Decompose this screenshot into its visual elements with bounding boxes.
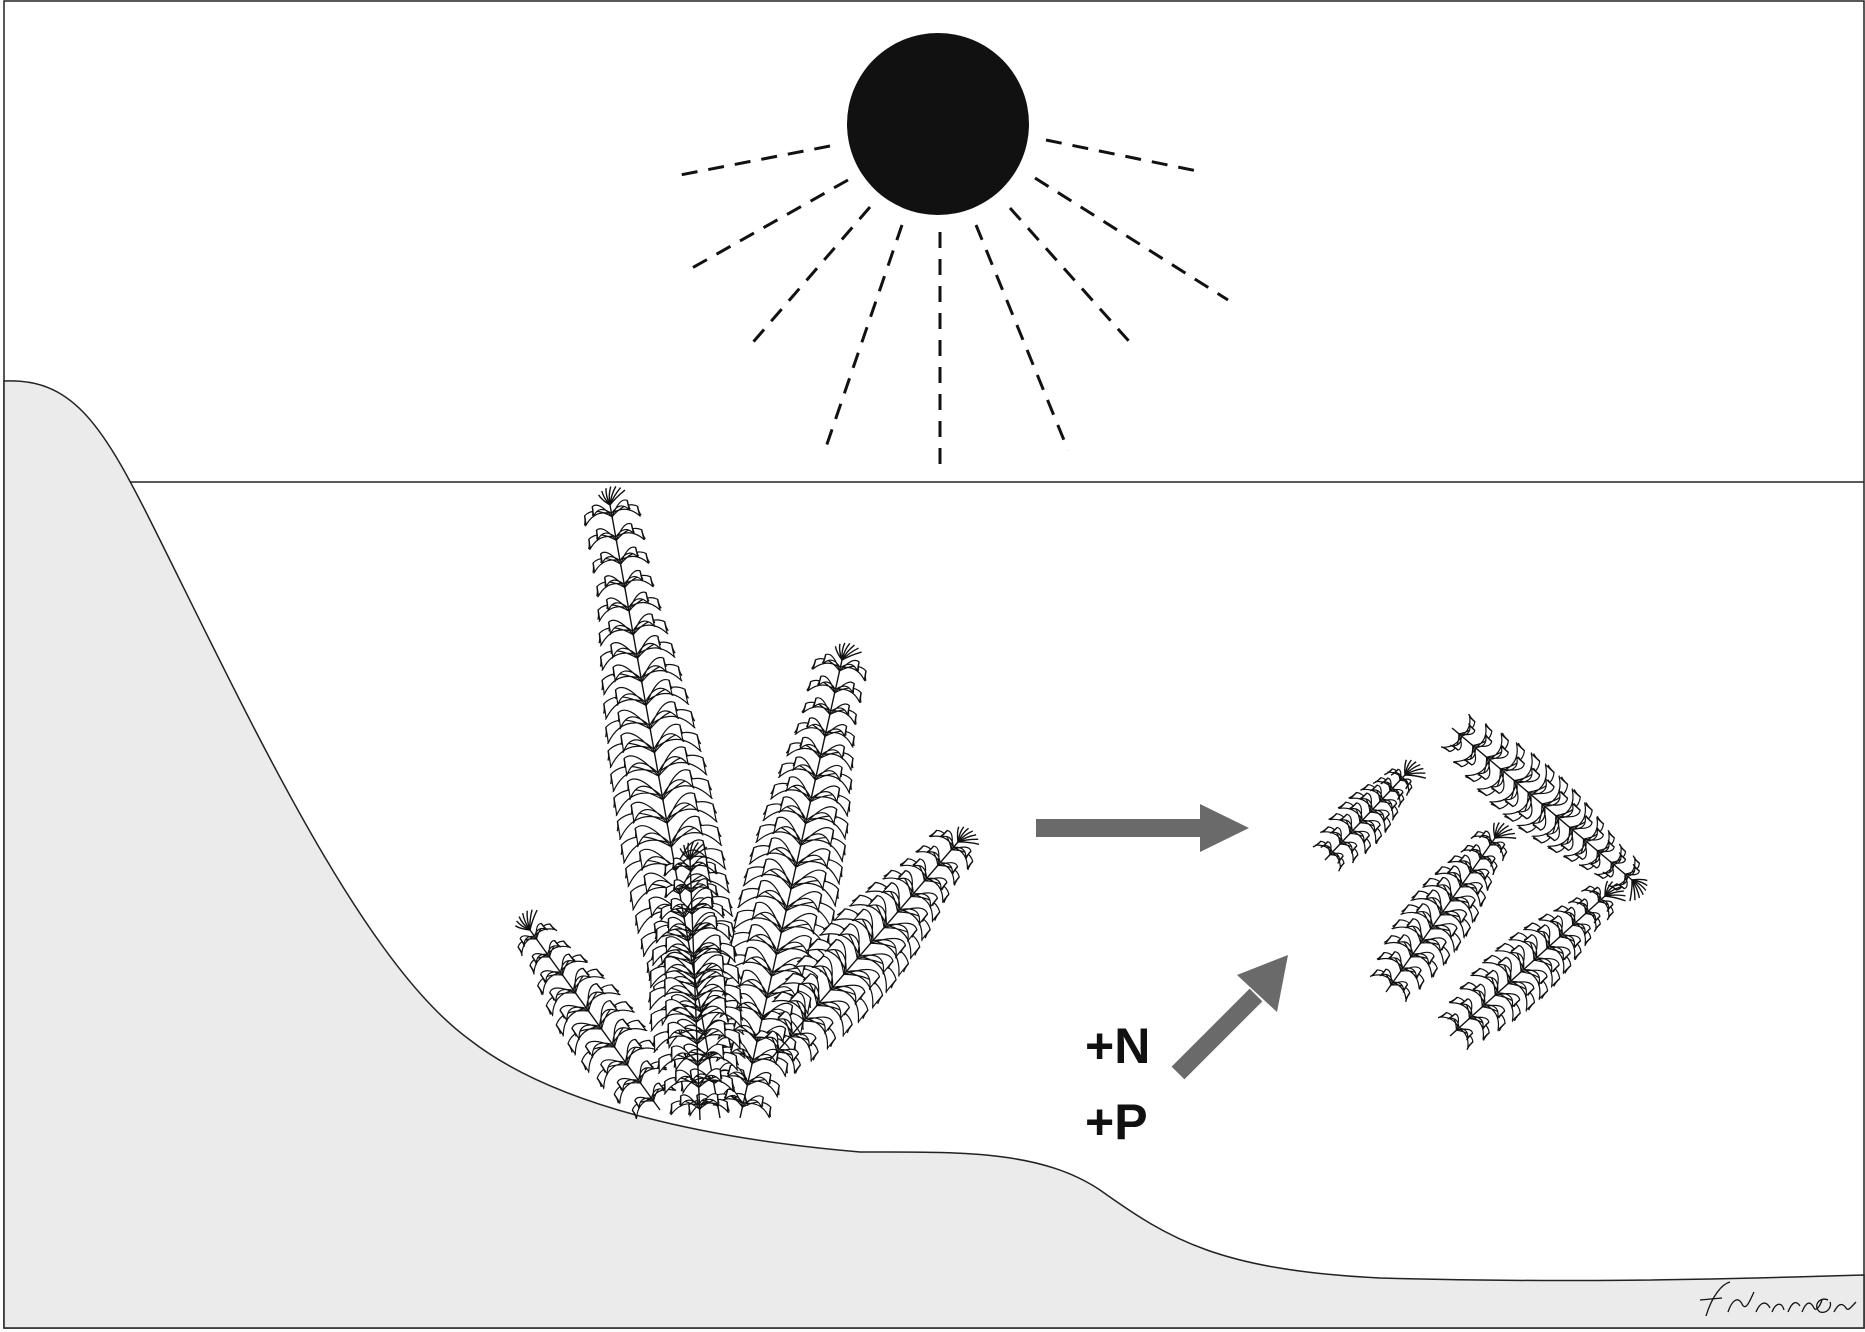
plant-stem-inner	[647, 841, 744, 1121]
sun-rays	[674, 138, 1229, 465]
fragment-upper-right	[1440, 713, 1648, 902]
diagonal-arrow-icon	[1171, 955, 1288, 1080]
fragment-lower	[1437, 880, 1626, 1050]
plant-stem-middle	[712, 642, 867, 1119]
phosphorus-label: +P	[1085, 1094, 1148, 1150]
plant-stem-right	[752, 826, 980, 1075]
submerged-plant-icon	[514, 486, 980, 1121]
artist-signature	[1699, 1281, 1857, 1317]
fragment-small	[1312, 759, 1427, 872]
right-arrow-icon	[1036, 804, 1249, 852]
lake-bed	[3, 380, 1865, 1329]
plant-fragments-icon	[1312, 713, 1648, 1050]
nitrogen-label: +N	[1085, 1018, 1150, 1074]
fragment-middle	[1369, 821, 1517, 1002]
plant-stem-left	[514, 909, 677, 1120]
sun-icon	[674, 33, 1229, 465]
sun-disc	[847, 33, 1029, 215]
